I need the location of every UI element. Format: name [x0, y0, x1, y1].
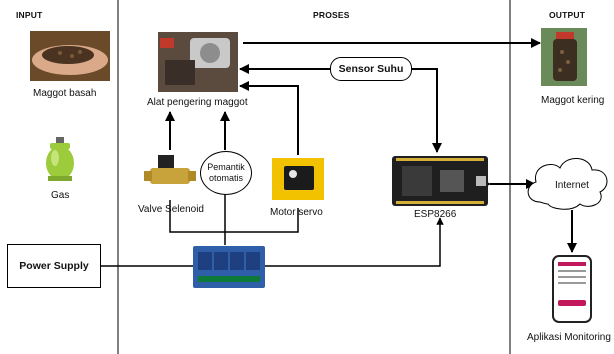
label-power-supply: Power Supply — [19, 260, 89, 272]
lpg-gas-cylinder-icon — [46, 137, 74, 181]
arrow-servo-to-dryer — [239, 81, 299, 155]
label-pemantik-line1: Pemantik — [207, 162, 245, 172]
label-pemantik-line2: otomatis — [208, 173, 243, 183]
esp8266-board-photo — [392, 156, 488, 206]
label-gas: Gas — [51, 190, 70, 201]
line-relay-to-valve-servo — [169, 200, 299, 233]
label-esp8266: ESP8266 — [414, 209, 457, 220]
section-header-output: OUTPUT — [549, 10, 586, 20]
label-sensor-suhu: Sensor Suhu — [338, 63, 404, 75]
label-internet: Internet — [555, 180, 589, 191]
solenoid-valve-photo — [144, 155, 196, 184]
label-maggot-basah: Maggot basah — [33, 88, 97, 99]
label-motor-servo: Motor servo — [270, 207, 323, 218]
smartphone-app-icon — [552, 255, 592, 323]
servo-motor-photo — [272, 158, 324, 200]
label-alat-pengering: Alat pengering maggot — [147, 97, 248, 108]
cloud-icon — [527, 158, 608, 210]
section-header-proses: PROSES — [313, 10, 350, 20]
sensor-suhu-node: Sensor Suhu — [330, 57, 412, 81]
label-maggot-kering: Maggot kering — [541, 95, 605, 106]
arrow-sensor-to-esp — [412, 68, 442, 153]
section-header-input: INPUT — [16, 10, 43, 20]
hand-holding-maggot-photo — [30, 31, 110, 81]
maggot-jar-photo — [541, 28, 587, 86]
label-valve-selenoid: Valve Selenoid — [138, 204, 204, 215]
label-aplikasi-monitoring: Aplikasi Monitoring — [527, 332, 611, 343]
power-supply-node: Power Supply — [7, 244, 101, 288]
maggot-dryer-machine-photo — [158, 32, 238, 92]
pemantik-otomatis-node: Pemantik otomatis — [200, 151, 252, 195]
arrow-relay-to-esp — [265, 217, 444, 267]
relay-module-photo — [193, 246, 265, 288]
